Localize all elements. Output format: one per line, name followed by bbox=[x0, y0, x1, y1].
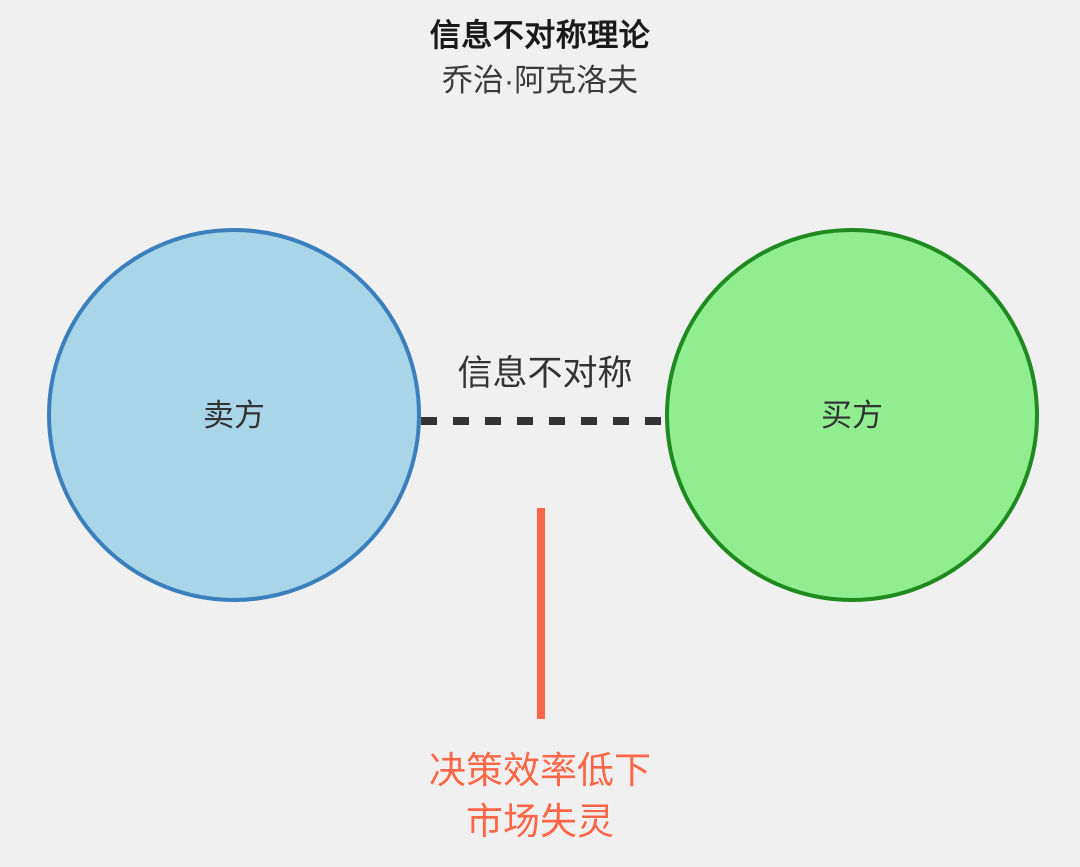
consequence-text-line-1: 决策效率低下 bbox=[429, 750, 651, 791]
page-subtitle: 乔治·阿克洛夫 bbox=[441, 63, 639, 98]
connector-dashed-line bbox=[421, 417, 665, 425]
dash-segment bbox=[549, 417, 565, 425]
node-buyer-label: 买方 bbox=[821, 397, 883, 433]
dash-segment bbox=[485, 417, 501, 425]
node-seller[interactable]: 卖方 bbox=[47, 228, 421, 602]
dash-segment bbox=[581, 417, 597, 425]
dash-segment bbox=[517, 417, 533, 425]
node-seller-label: 卖方 bbox=[203, 397, 265, 433]
diagram-header: 信息不对称理论 乔治·阿克洛夫 bbox=[0, 14, 1080, 104]
page-title: 信息不对称理论 bbox=[429, 18, 651, 53]
dash-segment bbox=[613, 417, 629, 425]
dash-segment bbox=[453, 417, 469, 425]
dash-segment bbox=[421, 417, 437, 425]
consequence-text-block: 决策效率低下 市场失灵 bbox=[290, 745, 790, 847]
consequence-connector-line bbox=[537, 508, 545, 719]
connector-label: 信息不对称 bbox=[457, 354, 633, 393]
node-buyer[interactable]: 买方 bbox=[665, 228, 1039, 602]
dash-segment bbox=[645, 417, 661, 425]
consequence-text-line-2: 市场失灵 bbox=[466, 801, 614, 842]
